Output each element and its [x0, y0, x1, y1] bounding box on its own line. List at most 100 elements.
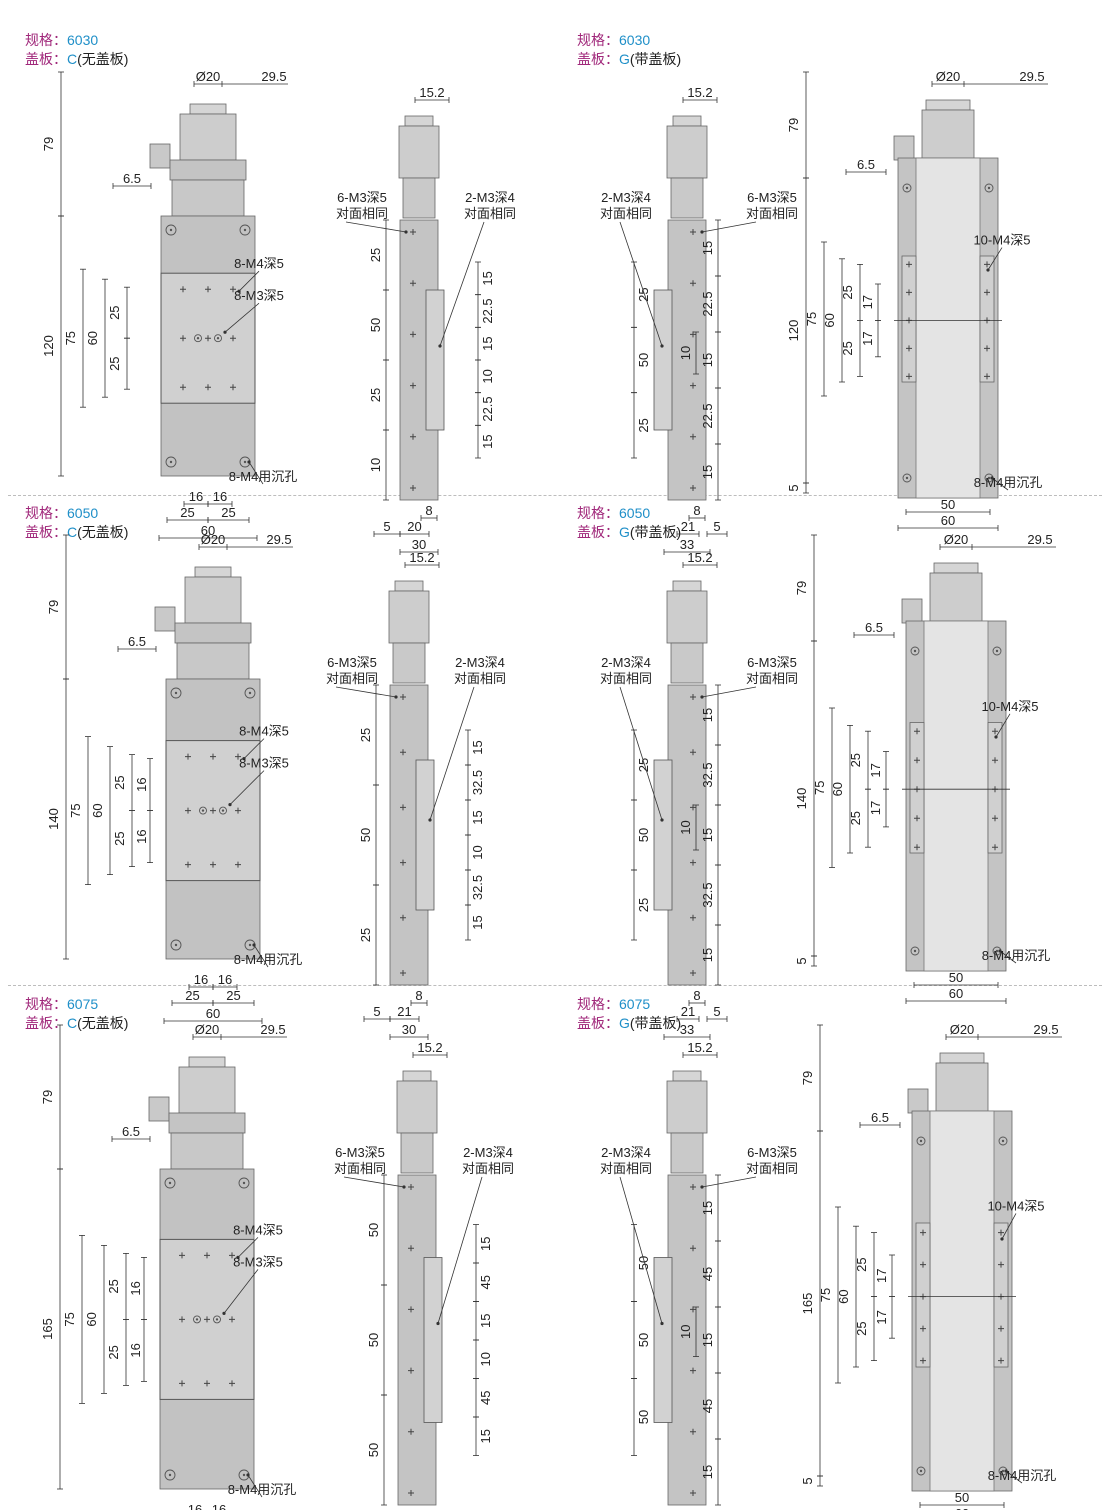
cover-code: C: [67, 1015, 78, 1031]
m3-hole-mark: [210, 753, 216, 760]
callout-leader: [619, 1176, 663, 1324]
vertical-dim-label: 15: [480, 434, 495, 448]
leader-tip: [700, 695, 704, 699]
horizontal-dim-label: 25: [221, 505, 235, 520]
motor-connector: [893, 135, 915, 161]
m3-hole-mark: [690, 1490, 696, 1496]
vertical-dim-label: 50: [368, 318, 383, 332]
vertical-dim-label: 50: [366, 1443, 381, 1457]
vertical-dim-label: 15: [700, 828, 715, 842]
vertical-dim-label: 25: [848, 753, 863, 767]
m3-hole-mark: [992, 757, 998, 764]
callout-leader: [237, 1237, 259, 1258]
leader-tip: [994, 735, 998, 739]
cover-label: 盖板: [577, 1015, 605, 1031]
m3-hole-mark: [180, 286, 186, 293]
vertical-dim-label: 79: [40, 1090, 55, 1104]
side-motor-cap: [402, 1070, 432, 1082]
callout-countersink: 8-M4用沉孔: [228, 1482, 297, 1497]
callout-6m3: 6-M3深5: [747, 1145, 797, 1160]
callout-leader: [437, 1176, 483, 1324]
vertical-dim-label: 5: [794, 957, 809, 964]
m3-hole: [214, 334, 222, 343]
vertical-dim-label: 25: [636, 287, 651, 301]
m3-hole-mark: [992, 815, 998, 822]
corner-hole: [164, 1469, 176, 1481]
hole-center: [169, 228, 173, 232]
m3-hole-mark: [408, 1428, 414, 1435]
horizontal-dim-label: 8: [425, 503, 432, 518]
m3-hole-mark: [235, 807, 241, 814]
horizontal-dim-label: Ø20: [944, 532, 969, 547]
vertical-dim-label: 50: [358, 828, 373, 842]
motor-connector: [154, 606, 176, 632]
vertical-dim-label: 25: [840, 285, 855, 299]
m3-hole-mark: [400, 804, 406, 811]
coupler-housing: [176, 642, 250, 680]
vertical-dim-label: 15: [478, 1237, 493, 1251]
m3-hole-mark: [185, 753, 191, 760]
side-carriage: [423, 1257, 443, 1423]
vertical-dim-label: 50: [636, 1256, 651, 1270]
m3-hole-mark: [408, 1306, 414, 1313]
leader-tip: [223, 330, 227, 334]
horizontal-dim-label: 5: [373, 1004, 380, 1019]
hole-center: [168, 1181, 172, 1185]
hole-center: [987, 476, 991, 480]
cover-code: C: [67, 524, 78, 540]
m3-hole-mark: [992, 728, 998, 735]
hole-center: [1001, 1139, 1005, 1143]
m3-hole-mark: [992, 844, 998, 851]
vertical-dim-label: 79: [41, 137, 56, 151]
leader-tip: [228, 803, 232, 807]
callout-leader: [701, 686, 757, 698]
vertical-dim-label: 75: [62, 1312, 77, 1326]
m3-hole: [194, 334, 202, 343]
corner-hole: [992, 646, 1002, 656]
motor-connector: [149, 143, 171, 169]
leader-tip: [247, 460, 251, 464]
horizontal-dim-label: 50: [941, 497, 955, 512]
hole-center: [987, 186, 991, 190]
vertical-dim-label: 25: [854, 1257, 869, 1271]
vertical-dim-label: 22.5: [700, 291, 715, 316]
callout-leader: [248, 461, 264, 485]
callout-leader: [999, 950, 1017, 964]
callout-6m3: 6-M3深5: [747, 655, 797, 670]
leader-tip: [660, 818, 664, 822]
m3-hole-mark: [690, 749, 696, 756]
hole-center: [1001, 1469, 1005, 1473]
cover-code: C: [67, 51, 78, 67]
side-carriage: [653, 289, 673, 431]
callout-2m3: 2-M3深4: [601, 655, 651, 670]
hole-center: [216, 337, 220, 340]
motor-body: [184, 576, 242, 624]
spec-label: 规格: [25, 32, 53, 48]
callout-leader: [429, 686, 475, 821]
callout-leader: [1001, 1213, 1017, 1240]
vertical-dim-label: 60: [830, 782, 845, 796]
side-motor-cap: [394, 580, 424, 592]
vertical-dim-label: 50: [636, 1410, 651, 1424]
callout-leader: [243, 738, 265, 759]
vertical-dim-label: 165: [800, 1293, 815, 1315]
vertical-dim-label: 45: [700, 1399, 715, 1413]
dim-offset: 29.5: [1019, 69, 1044, 84]
vertical-dim-label: 25: [854, 1321, 869, 1335]
m3-hole-mark: [998, 1229, 1004, 1236]
m3-hole-mark: [984, 345, 990, 352]
callout-leader: [987, 247, 1003, 271]
colon: ：: [53, 524, 67, 540]
cover-desc: (无盖板): [77, 51, 129, 67]
leader-tip: [242, 757, 246, 761]
horizontal-dim-label: 5: [713, 1004, 720, 1019]
hole-center: [221, 809, 225, 812]
m3-hole-mark: [408, 1245, 414, 1252]
side-coupler: [402, 177, 436, 219]
m3-hole-mark: [410, 382, 416, 389]
vertical-dim-label: 10: [470, 845, 485, 859]
hole-center: [169, 460, 173, 464]
vertical-dim-label: 25: [106, 1279, 121, 1293]
colon: ：: [605, 32, 619, 48]
m3-hole-mark: [400, 749, 406, 756]
